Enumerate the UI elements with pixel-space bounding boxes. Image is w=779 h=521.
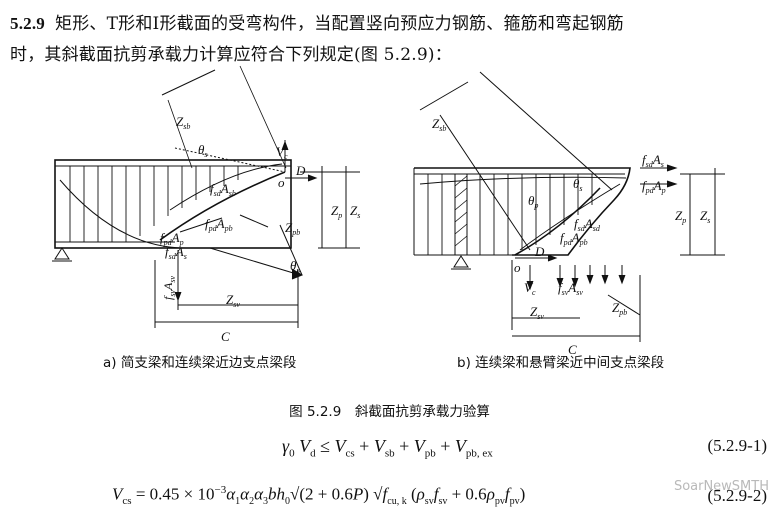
svg-text:D: D — [534, 244, 545, 259]
caption-b: b) 连续梁和悬臂梁近中间支点梁段 — [457, 355, 665, 371]
svg-text:D: D — [295, 163, 306, 178]
svg-text:C: C — [221, 329, 230, 344]
diagram-a: Zsb θs Vc D o Zp Zs fsdAsb fpdApb fpdAp … — [52, 65, 360, 344]
clause-line-1: 矩形、T形和Ⅰ形截面的受弯构件，当配置竖向预应力钢筋、箍筋和弯起钢筋 — [55, 14, 624, 34]
svg-text:fsvAsv: fsvAsv — [161, 276, 177, 300]
clause-line-2: 时，其斜截面抗剪承载力计算应符合下列规定(图 5.2.9)： — [10, 45, 452, 65]
equation-2: Vcs = 0.45 × 10−3α1α2α3bh0√(2 + 0.6P) √f… — [112, 484, 526, 508]
svg-text:Zp: Zp — [675, 208, 686, 225]
caption-a: a) 简支梁和连续梁近边支点梁段 — [103, 355, 297, 371]
svg-text:Zsv: Zsv — [226, 292, 240, 309]
svg-text:Vc: Vc — [276, 144, 288, 161]
svg-text:Zp: Zp — [331, 203, 342, 220]
svg-text:θp: θp — [290, 258, 300, 275]
equation-1-number: (5.2.9-1) — [707, 436, 767, 455]
figure-title: 图 5.2.9 斜截面抗剪承载力验算 — [289, 404, 490, 420]
svg-text:θs: θs — [573, 176, 583, 193]
svg-text:fsdAs: fsdAs — [642, 152, 664, 169]
svg-text:θp: θp — [528, 193, 538, 210]
svg-text:C: C — [568, 342, 577, 357]
svg-text:fsdAs: fsdAs — [165, 244, 187, 261]
svg-text:Zsb: Zsb — [176, 114, 190, 131]
svg-text:Zpb: Zpb — [285, 220, 300, 237]
equation-2-number: (5.2.9-2) — [707, 486, 767, 505]
clause-number: 5.2.9 — [10, 14, 45, 33]
svg-text:o: o — [514, 260, 521, 275]
svg-text:Zs: Zs — [700, 208, 710, 225]
svg-text:Zs: Zs — [350, 203, 360, 220]
svg-text:fpdApb: fpdApb — [205, 216, 233, 233]
svg-text:Zsb: Zsb — [432, 116, 446, 133]
figure-diagrams: Zsb θs Vc D o Zp Zs fsdAsb fpdApb fpdAp … — [52, 65, 725, 357]
svg-text:fpdAp: fpdAp — [642, 178, 666, 195]
watermark: SoarNewSMTH — [673, 479, 769, 494]
svg-text:θs: θs — [198, 142, 208, 159]
svg-text:Vc: Vc — [524, 280, 536, 297]
svg-text:fsdAsb: fsdAsb — [210, 181, 236, 198]
diagram-b: Zsb θs θp fsdAs fpdAp Zp Zs D o Vc fsvAs… — [413, 71, 725, 357]
svg-text:Zsv: Zsv — [530, 304, 544, 321]
equation-1: γ0 Vd ≤ Vcs + Vsb + Vpb + Vpb, ex — [282, 436, 493, 460]
svg-text:o: o — [278, 175, 285, 190]
